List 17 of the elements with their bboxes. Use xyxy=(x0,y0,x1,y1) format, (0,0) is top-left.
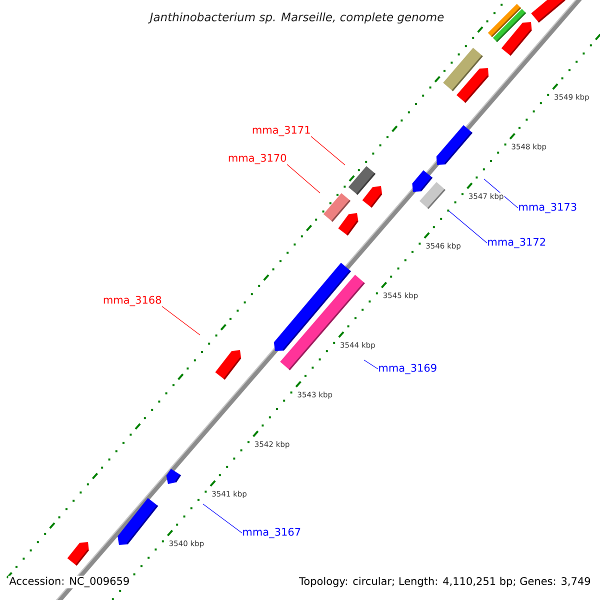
gene-label: mma_3168 xyxy=(104,296,162,306)
title: Janthinobacterium sp. Marseille, complete genome xyxy=(148,12,444,24)
gene-label: mma_3167 xyxy=(243,528,300,538)
leader-line xyxy=(286,164,320,194)
gene-label: mma_3169 xyxy=(379,364,436,374)
gene-label: mma_3172 xyxy=(488,238,545,248)
gene-label: mma_3171 xyxy=(252,126,310,136)
accession-text: Accession: NC_009659 xyxy=(8,576,131,588)
leader-line xyxy=(162,306,200,336)
leader-line xyxy=(202,504,242,534)
leader-line xyxy=(364,360,378,370)
leader-line xyxy=(484,178,518,208)
gene-label: mma_3173 xyxy=(519,202,576,214)
leader-line xyxy=(310,136,346,166)
genome-info-text: Topology: circular; Length: 4,110,251 bp; Genes: 3,749 xyxy=(299,576,590,588)
gene-label: mma_3170 xyxy=(228,154,286,164)
leader-line xyxy=(448,210,488,244)
